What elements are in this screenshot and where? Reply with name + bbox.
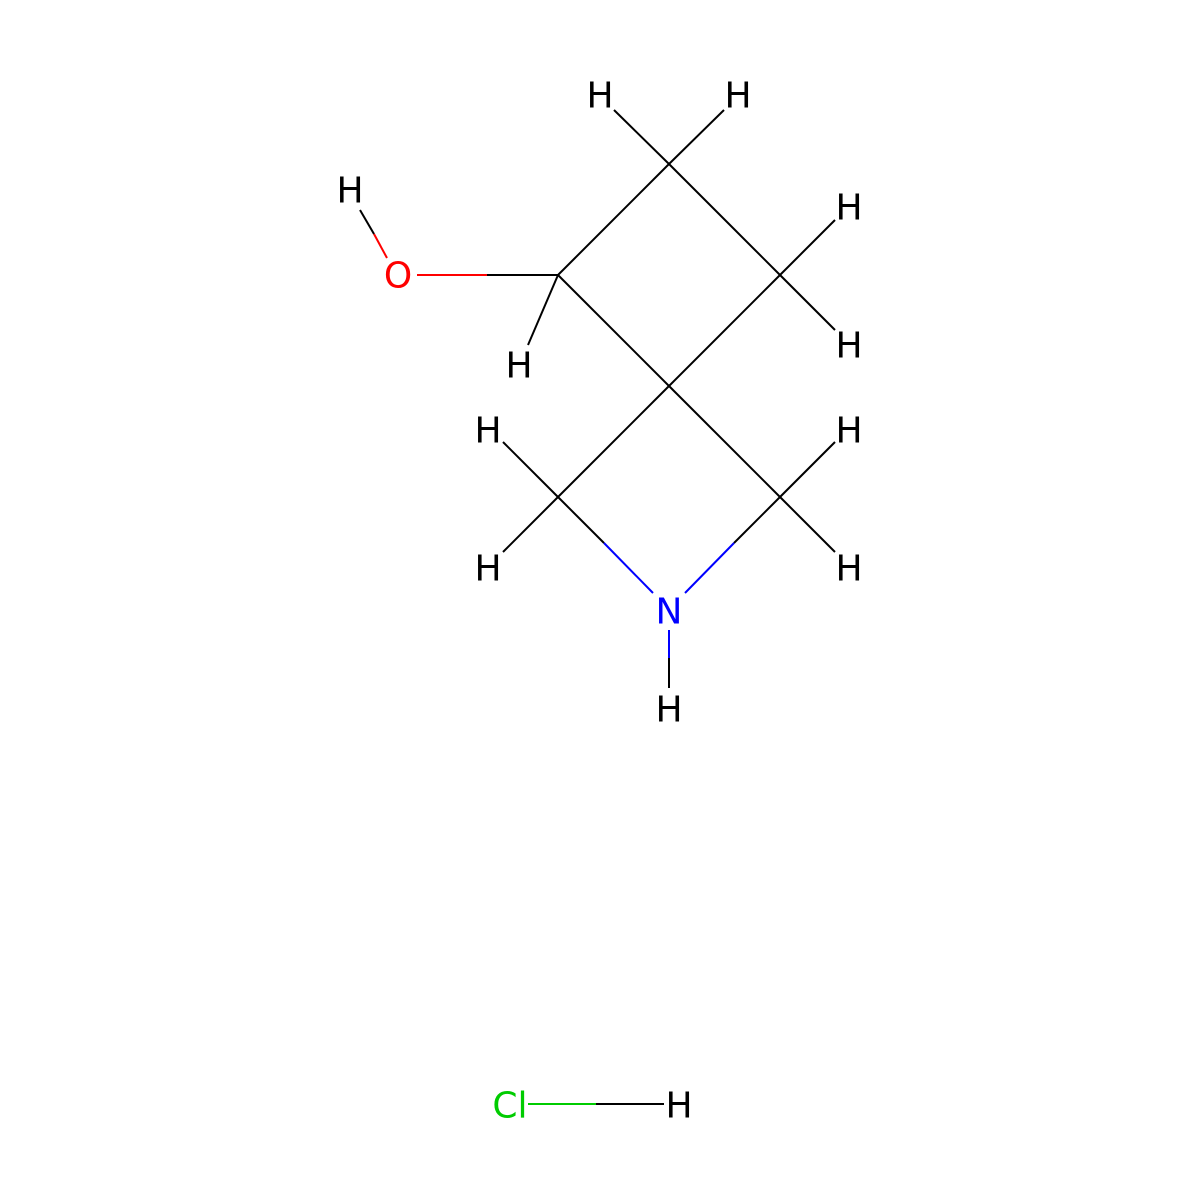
bond-c3-h-bottom bbox=[779, 274, 836, 331]
atom-h-c2-right: H bbox=[724, 76, 751, 117]
bond-c1-c2 bbox=[557, 163, 670, 276]
atom-h-c1: H bbox=[505, 346, 532, 387]
bonds bbox=[359, 109, 836, 1105]
bond-c2-c3 bbox=[668, 163, 781, 276]
bond-c5-n-blue bbox=[603, 542, 654, 594]
bond-c2-h-left bbox=[613, 109, 670, 165]
bond-o-h-red bbox=[373, 233, 388, 259]
atom-h-c2-left: H bbox=[586, 76, 613, 117]
bond-c2-h-right bbox=[668, 109, 725, 165]
bond-c6-n-blue bbox=[684, 542, 735, 594]
bond-c4-c6 bbox=[668, 385, 781, 498]
bond-o-h-black bbox=[359, 209, 375, 235]
atom-labels: H H H O H H H H H H H N H Cl H bbox=[336, 76, 862, 1127]
atom-h-c3-bottom: H bbox=[835, 326, 862, 367]
bond-c5-h-top bbox=[502, 441, 559, 498]
atom-h-c5-top: H bbox=[474, 411, 501, 452]
atom-h-nitrogen: H bbox=[655, 690, 682, 731]
atom-nitrogen: N bbox=[656, 592, 683, 633]
bond-c4-c5 bbox=[557, 385, 670, 498]
atom-h-hcl: H bbox=[665, 1086, 692, 1127]
bond-c3-c4 bbox=[668, 274, 781, 387]
bond-c1-h bbox=[527, 274, 559, 346]
bond-c5-n-black bbox=[557, 496, 605, 544]
atom-h-hydroxyl: H bbox=[336, 171, 363, 212]
bond-c5-h-bottom bbox=[502, 496, 559, 553]
atom-h-c5-bottom: H bbox=[474, 549, 501, 590]
bond-c4-c1 bbox=[557, 274, 670, 387]
atom-h-c6-bottom: H bbox=[835, 549, 862, 590]
bond-c6-h-bottom bbox=[779, 496, 836, 553]
atom-chlorine: Cl bbox=[492, 1086, 527, 1127]
atom-oxygen: O bbox=[384, 256, 412, 297]
bond-c6-h-top bbox=[779, 441, 836, 498]
bond-c3-h-top bbox=[779, 219, 836, 276]
bond-c6-n-black bbox=[733, 496, 781, 544]
atom-h-c6-top: H bbox=[835, 411, 862, 452]
atom-h-c3-top: H bbox=[835, 188, 862, 229]
